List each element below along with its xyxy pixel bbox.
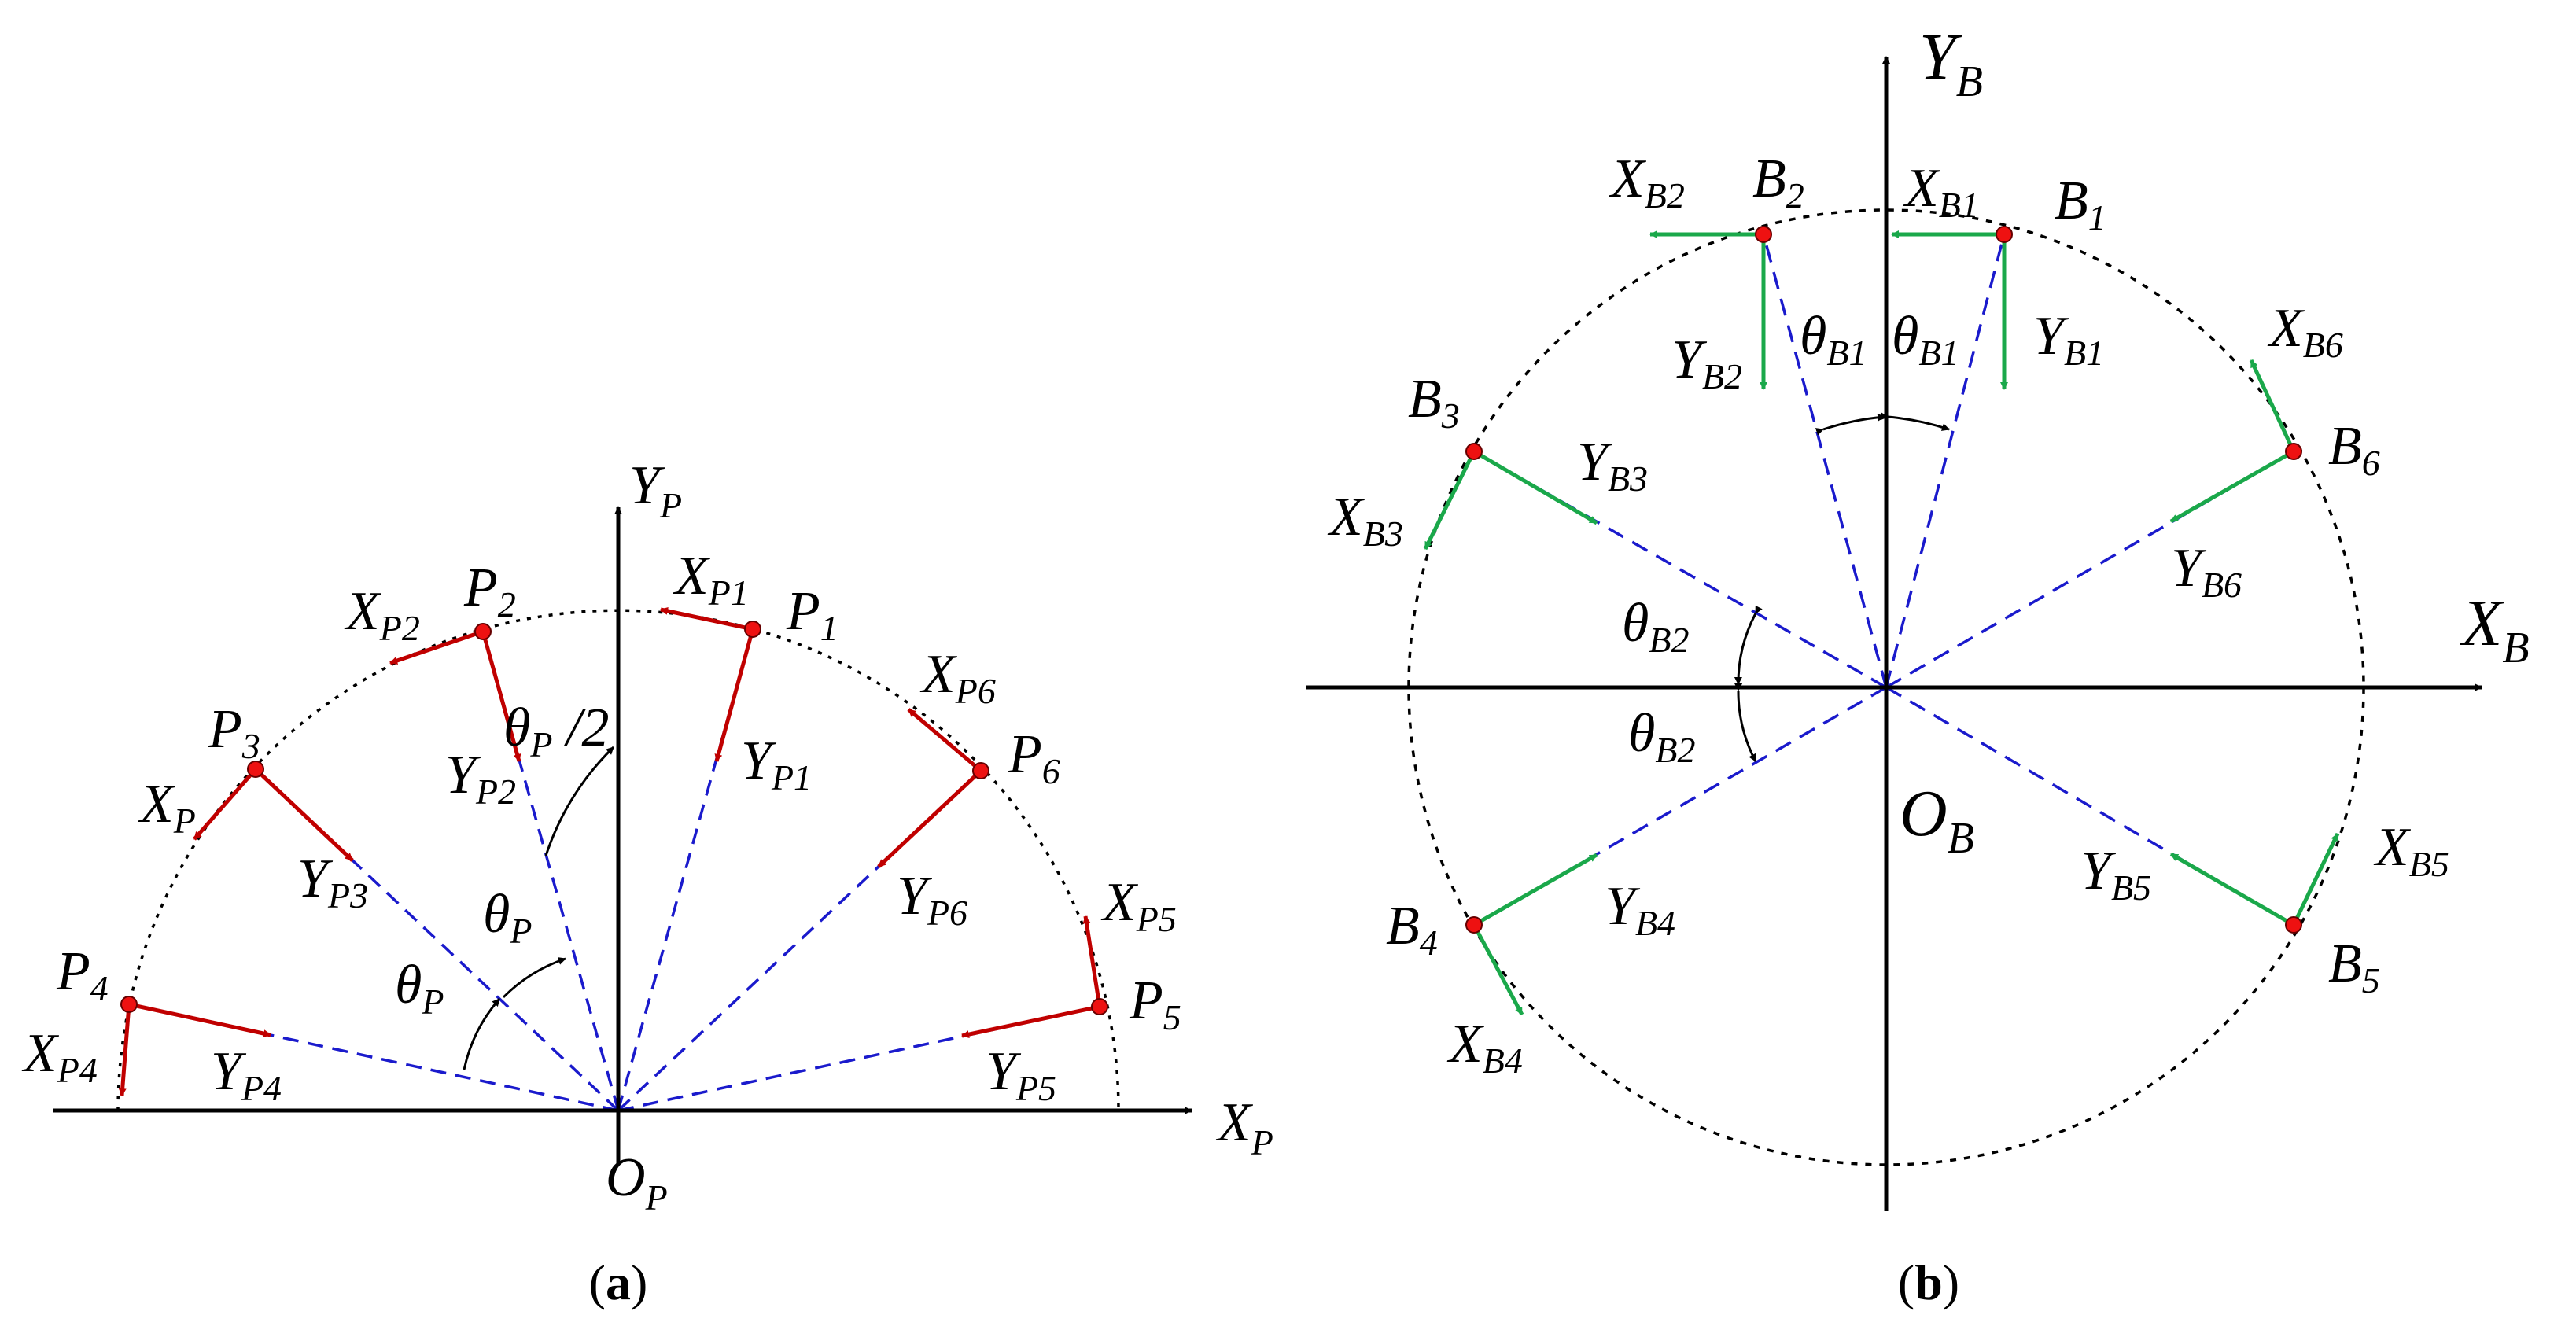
caption-a: (a) xyxy=(589,1254,648,1310)
point-b6 xyxy=(2285,443,2302,460)
label-yb-axis: YB xyxy=(1919,20,1983,106)
label-yb6: YB6 xyxy=(2171,538,2242,605)
label-xb4: XB4 xyxy=(1446,1014,1523,1081)
label-xb-axis: XB xyxy=(2460,587,2530,672)
label-theta-b2-upper: θB2 xyxy=(1622,593,1690,660)
label-p6: P6 xyxy=(1008,724,1060,791)
label-xb5: XB5 xyxy=(2373,817,2449,884)
point-b3 xyxy=(1465,443,1483,460)
label-yp5: YP5 xyxy=(986,1041,1056,1108)
label-b1: B1 xyxy=(2055,171,2106,238)
label-b3: B3 xyxy=(1408,369,1460,436)
label-xp5: XP5 xyxy=(1100,872,1177,939)
label-yp1: YP1 xyxy=(741,731,812,797)
label-b6: B6 xyxy=(2328,416,2380,483)
platform-labels: YP XP OP θP /2 θP θP P1 XP1 YP1 P2 XP2 Y… xyxy=(21,455,1273,1217)
point-b5 xyxy=(2285,916,2302,934)
label-theta-b1-left: θB1 xyxy=(1800,306,1867,373)
label-b5: B5 xyxy=(2328,934,2380,1000)
platform-vectors xyxy=(118,606,1102,1096)
label-origin-p: OP xyxy=(606,1147,668,1217)
label-yp2: YP2 xyxy=(445,745,516,812)
label-b2: B2 xyxy=(1752,149,1804,215)
point-p3 xyxy=(247,761,264,778)
label-xp6: XP6 xyxy=(919,644,996,711)
label-theta-b2-lower: θB2 xyxy=(1628,703,1696,770)
label-xp2: XP2 xyxy=(344,581,420,648)
label-theta-p-half: θP /2 xyxy=(503,698,609,764)
label-xp-axis: XP xyxy=(1215,1092,1273,1162)
base-labels: YB XB OB θB1 θB1 θB2 θB2 B1 XB1 YB1 B2 X… xyxy=(1327,20,2530,1081)
label-yb5: YB5 xyxy=(2080,841,2151,908)
point-p1 xyxy=(744,621,761,638)
label-p1: P1 xyxy=(786,581,838,648)
point-b2 xyxy=(1755,226,1772,243)
point-p4 xyxy=(120,996,138,1013)
label-xb1: XB1 xyxy=(1903,158,1979,225)
label-p3: P3 xyxy=(208,699,260,766)
caption-b: (b) xyxy=(1898,1254,1959,1310)
label-b4: B4 xyxy=(1386,896,1438,963)
label-xp1: XP1 xyxy=(673,546,749,613)
label-yp3: YP3 xyxy=(297,849,368,915)
label-xb6: XB6 xyxy=(2267,298,2343,365)
base-vectors xyxy=(1423,230,2340,1016)
panel-a-platform-frame: YP XP OP θP /2 θP θP P1 XP1 YP1 P2 XP2 Y… xyxy=(21,455,1273,1310)
label-yb3: YB3 xyxy=(1577,432,1648,499)
base-angle-arcs xyxy=(1734,412,1950,762)
base-points xyxy=(1465,226,2302,934)
label-origin-b: OB xyxy=(1900,777,1974,863)
label-yb4: YB4 xyxy=(1605,876,1675,943)
label-theta-p-1: θP xyxy=(483,884,533,951)
label-yp4: YP4 xyxy=(211,1041,282,1108)
label-yp6: YP6 xyxy=(897,866,967,933)
label-yb2: YB2 xyxy=(1671,330,1742,396)
point-p2 xyxy=(474,623,492,640)
label-theta-p-2: θP xyxy=(395,955,444,1022)
panel-b-base-frame: YB XB OB θB1 θB1 θB2 θB2 B1 XB1 YB1 B2 X… xyxy=(1306,20,2530,1310)
label-xb3: XB3 xyxy=(1327,487,1403,554)
label-p4: P4 xyxy=(56,941,109,1008)
label-yb1: YB1 xyxy=(2033,306,2104,373)
point-b4 xyxy=(1465,916,1483,934)
point-p6 xyxy=(972,762,989,779)
label-p2: P2 xyxy=(463,558,516,624)
label-xp3: XP xyxy=(138,774,196,841)
label-yp-axis: YP xyxy=(629,455,682,525)
label-theta-b1-right: θB1 xyxy=(1892,306,1959,373)
label-p5: P5 xyxy=(1129,971,1181,1037)
platform-points xyxy=(120,621,1108,1015)
point-b1 xyxy=(1996,226,2013,243)
point-p5 xyxy=(1091,998,1108,1015)
label-xb2: XB2 xyxy=(1609,149,1685,215)
label-xp4: XP4 xyxy=(21,1023,98,1090)
platform-angle-arcs xyxy=(463,746,615,1070)
